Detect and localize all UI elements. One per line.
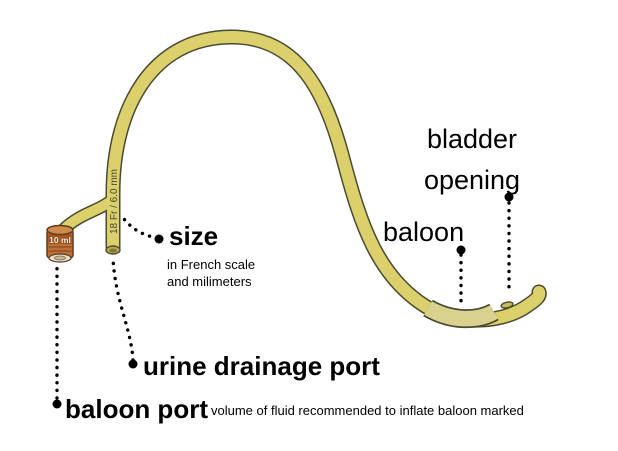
urine-drainage-opening-hole bbox=[109, 248, 117, 253]
label-bladder-opening-line1: bladder bbox=[426, 124, 518, 154]
label-size-note-line2: and milimeters bbox=[167, 274, 252, 289]
cap-label-band bbox=[48, 234, 72, 244]
leader-urine-drainage-port bbox=[111, 256, 135, 362]
leader-dot-balloon bbox=[456, 245, 466, 255]
label-port-volume: 10 ml bbox=[49, 234, 71, 245]
leader-size bbox=[122, 217, 159, 240]
bladder-opening-eye bbox=[500, 301, 514, 309]
tube-size-marking: 18 Fr / 6.0 mm bbox=[109, 169, 120, 234]
label-urine-drainage-port: urine drainage port bbox=[143, 351, 380, 381]
label-bladder-opening-line2: opening bbox=[423, 165, 521, 195]
cap-top bbox=[46, 224, 74, 236]
cap-bottom-inner bbox=[54, 255, 66, 261]
leader-dot-urine-drainage-port bbox=[128, 359, 138, 369]
leader-dot-bladder-opening bbox=[504, 192, 514, 202]
label-balloon-port-note: volume of fluid recommended to inflate b… bbox=[211, 403, 524, 418]
label-bladder-opening: bladder opening bbox=[420, 119, 524, 201]
label-balloon: baloon bbox=[383, 217, 465, 247]
catheter-tube bbox=[107, 30, 546, 327]
label-size-note-line1: in French scale bbox=[167, 257, 256, 272]
leader-dot-size bbox=[154, 234, 164, 244]
balloon-segment bbox=[424, 301, 498, 327]
balloon-port-branch bbox=[59, 194, 118, 234]
balloon-port-cap bbox=[46, 224, 74, 263]
label-size: size bbox=[169, 221, 219, 251]
label-size-note: in French scale and milimeters bbox=[167, 256, 255, 290]
leader-dot-balloon-port bbox=[52, 399, 62, 409]
label-balloon-port: baloon port bbox=[65, 394, 208, 424]
